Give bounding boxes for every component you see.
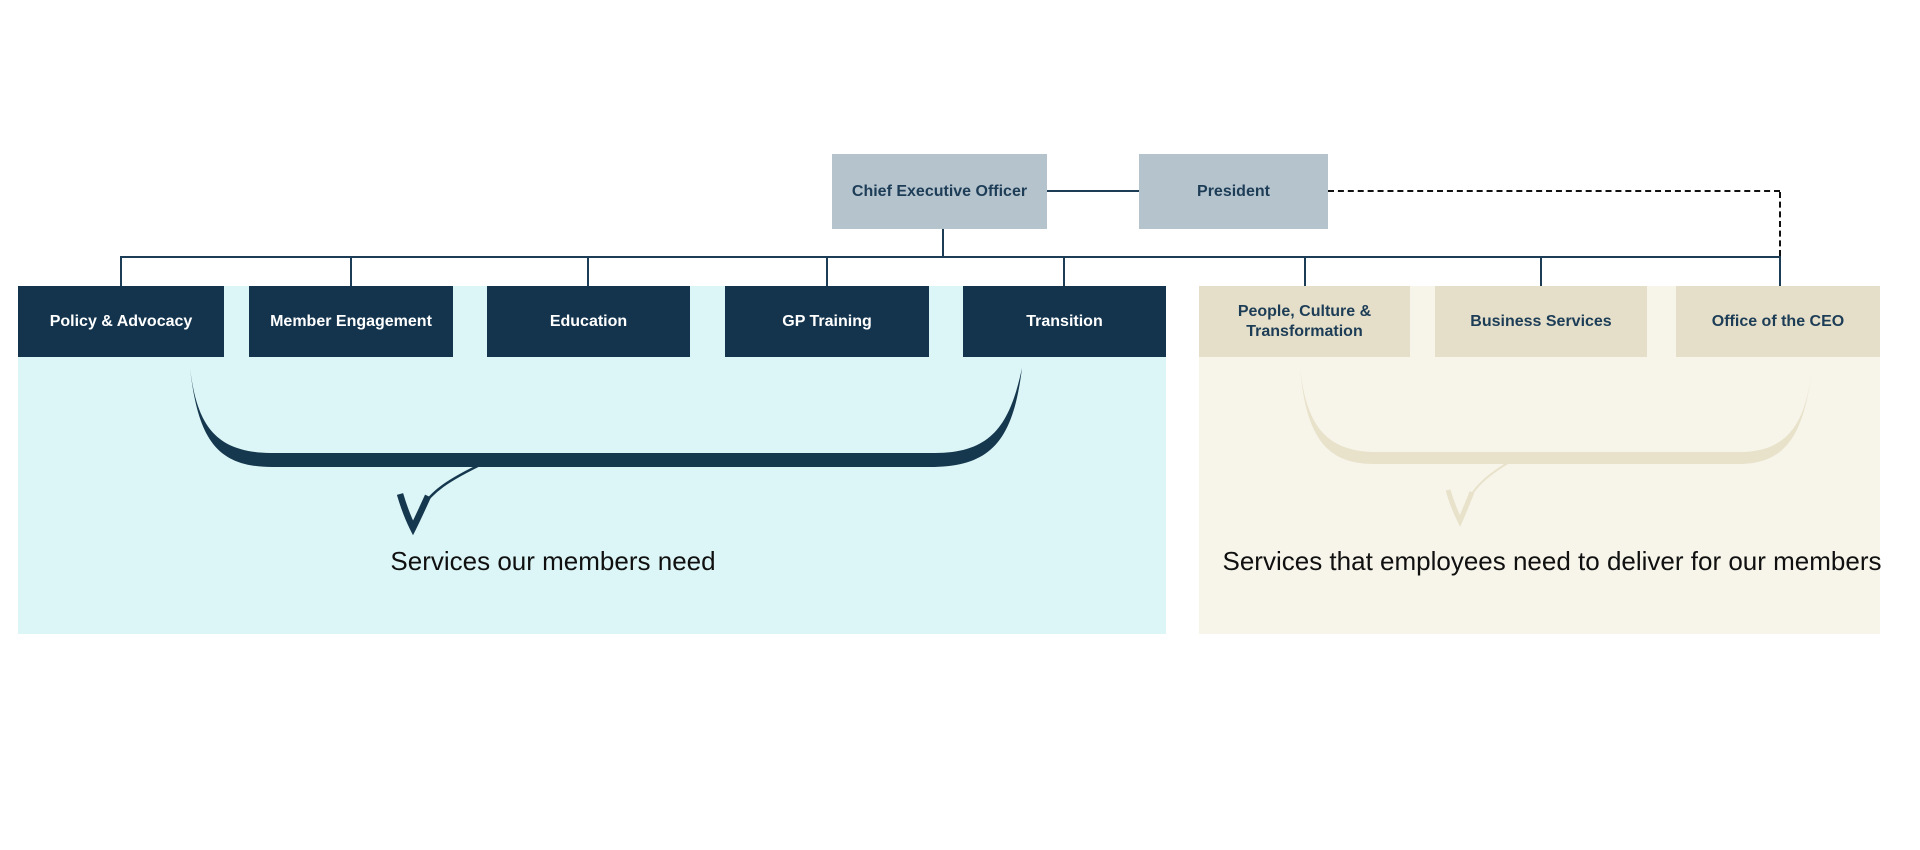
- president-label: President: [1197, 182, 1270, 200]
- stub-people-culture: [1304, 256, 1306, 286]
- right-caption: Services that employees need to deliver …: [1222, 546, 1882, 576]
- dept-label: Education: [549, 312, 628, 330]
- left-caption: Services our members need: [390, 546, 716, 576]
- stub-business-services: [1540, 256, 1542, 286]
- dept-label: GP Training: [782, 312, 872, 330]
- dept-box-people-culture-transformation: People, Culture & Transformation: [1199, 286, 1410, 357]
- dept-label: Member Engagement: [270, 312, 432, 330]
- dept-box-office-of-the-ceo: Office of the CEO: [1676, 286, 1880, 357]
- dept-box-member-engagement: Member Engagement: [249, 286, 453, 357]
- ceo-box: Chief Executive Officer: [832, 154, 1047, 229]
- ceo-president-connector: [1047, 190, 1139, 192]
- dept-label: People, Culture & Transformation: [1237, 302, 1372, 340]
- dept-label: Business Services: [1470, 312, 1612, 330]
- dept-label: Transition: [1026, 312, 1103, 330]
- dept-box-education: Education: [487, 286, 690, 357]
- dept-box-gp-training: GP Training: [725, 286, 929, 357]
- stub-policy-advocacy: [120, 256, 122, 286]
- stub-gp-training: [826, 256, 828, 286]
- dept-label: Office of the CEO: [1711, 312, 1845, 330]
- dept-label: Policy & Advocacy: [49, 312, 193, 330]
- dept-box-policy-advocacy: Policy & Advocacy: [18, 286, 224, 357]
- ceo-down-stub: [942, 229, 944, 257]
- president-dashed-connector-vertical: [1779, 192, 1781, 256]
- ceo-label: Chief Executive Officer: [851, 182, 1028, 200]
- stub-member-engagement: [350, 256, 352, 286]
- dept-box-transition: Transition: [963, 286, 1166, 357]
- connector-bus: [120, 256, 1781, 258]
- stub-education: [587, 256, 589, 286]
- president-dashed-connector-horizontal: [1328, 190, 1780, 192]
- president-box: President: [1139, 154, 1328, 229]
- stub-transition: [1063, 256, 1065, 286]
- stub-office-of-ceo: [1779, 256, 1781, 286]
- dept-box-business-services: Business Services: [1435, 286, 1647, 357]
